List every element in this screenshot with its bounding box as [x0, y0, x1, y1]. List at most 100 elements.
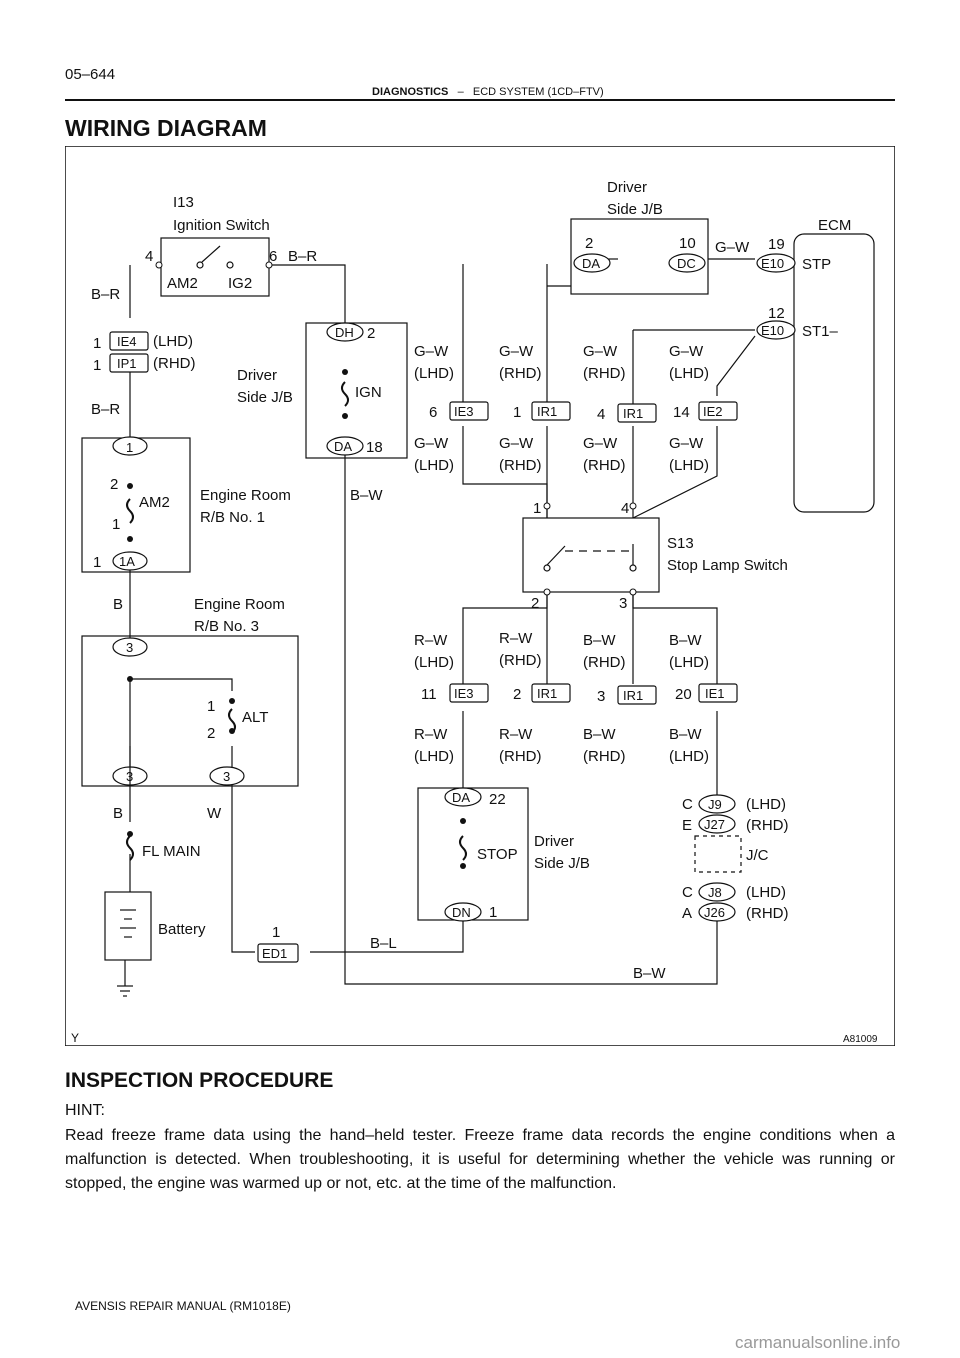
- conn-ie2: IE2: [703, 404, 723, 419]
- pin-e-j27: E: [682, 817, 692, 834]
- header-subsection: ECD SYSTEM (1CD–FTV): [472, 86, 604, 98]
- figure-id: A81009: [843, 1034, 878, 1045]
- conn-j8: J8: [708, 885, 722, 900]
- pin-4-sw: 4: [621, 500, 629, 517]
- bw-4: B–W: [669, 726, 702, 743]
- am2-fuse-label: AM2: [139, 494, 170, 511]
- conn-ie3-top: IE3: [454, 404, 474, 419]
- pin-1-ie4: 1: [93, 335, 101, 352]
- corner-mark: Y: [71, 1031, 79, 1045]
- pin-1-am2: 1: [112, 516, 120, 533]
- gw-4-lhd: (LHD): [669, 365, 709, 382]
- pin-1-ed1: 1: [272, 924, 280, 941]
- conn-ie3-bottom: IE3: [454, 686, 474, 701]
- rw-3: R–W: [414, 726, 448, 743]
- pin-a-j26: A: [682, 905, 692, 922]
- conn-e10-stp: E10: [761, 256, 784, 271]
- driver-label-1: Driver: [237, 367, 277, 384]
- j27-rhd: (RHD): [746, 817, 789, 834]
- pin-1-rb1: 1: [126, 440, 133, 455]
- hint-label: HINT:: [65, 1102, 105, 1119]
- ecm-label: ECM: [818, 217, 851, 234]
- rb1-label: R/B No. 1: [200, 509, 265, 526]
- pin-1-1a: 1: [93, 554, 101, 571]
- side-jb-label-2: Side J/B: [607, 201, 663, 218]
- rw-3-lhd: (LHD): [414, 748, 454, 765]
- pin-3-sw: 3: [619, 595, 627, 612]
- page-number: 05–644: [65, 66, 116, 83]
- page-header: DIAGNOSTICS – ECD SYSTEM (1CD–FTV): [372, 86, 604, 98]
- conn-ir1-bottom-b: IR1: [623, 688, 643, 703]
- conn-dh: DH: [335, 325, 354, 340]
- conn-1a: 1A: [119, 554, 135, 569]
- conn-da-22: DA: [452, 790, 470, 805]
- pin-1-sw: 1: [533, 500, 541, 517]
- pin-c-j9: C: [682, 796, 693, 813]
- conn-e10-st1: E10: [761, 323, 784, 338]
- jc-label: J/C: [746, 847, 769, 864]
- conn-da-18: DA: [334, 439, 352, 454]
- gw-7: G–W: [583, 435, 618, 452]
- wire-gw-ecm: G–W: [715, 239, 750, 256]
- conn-ir1-top-b: IR1: [623, 406, 643, 421]
- ign-switch-name: Ignition Switch: [173, 217, 270, 234]
- battery-label: Battery: [158, 921, 206, 938]
- gw-6: G–W: [499, 435, 534, 452]
- pin-1-ir1: 1: [513, 404, 521, 421]
- am2-label: AM2: [167, 275, 198, 292]
- gw-4: G–W: [669, 343, 704, 360]
- driver-label-3: Driver: [534, 833, 574, 850]
- pin-3-rb3-right: 3: [223, 769, 230, 784]
- conn-ie1: IE1: [705, 686, 725, 701]
- pin-2-da: 2: [585, 235, 593, 252]
- pin-18: 18: [366, 439, 383, 456]
- pin-3-rb3-left: 3: [126, 769, 133, 784]
- pin-3-ir1: 3: [597, 688, 605, 705]
- rw-2-rhd: (RHD): [499, 652, 542, 669]
- wire-bw-bottom: B–W: [633, 965, 666, 982]
- rw-1-lhd: (LHD): [414, 654, 454, 671]
- gw-5: G–W: [414, 435, 449, 452]
- bw-4-lhd: (LHD): [669, 748, 709, 765]
- manual-footer: AVENSIS REPAIR MANUAL (RM1018E): [75, 1299, 291, 1313]
- conn-ir1-top-a: IR1: [537, 404, 557, 419]
- s13-label: S13: [667, 535, 694, 552]
- pin-2-sw: 2: [531, 595, 539, 612]
- pin-6-ie3: 6: [429, 404, 437, 421]
- bw-3: B–W: [583, 726, 616, 743]
- conn-ie4: IE4: [117, 334, 137, 349]
- pin-c-j8: C: [682, 884, 693, 901]
- driver-label-2: Driver: [607, 179, 647, 196]
- conn-ir1-bottom-a: IR1: [537, 686, 557, 701]
- wire-w: W: [207, 805, 222, 822]
- gw-3-rhd: (RHD): [583, 365, 626, 382]
- rb3-label: R/B No. 3: [194, 618, 259, 635]
- wiring-diagram: I13 Ignition Switch AM2 IG2 4 6 B–R B–R …: [65, 146, 895, 1046]
- pin-14: 14: [673, 404, 690, 421]
- wire-b-1: B: [113, 596, 123, 613]
- gw-7-rhd: (RHD): [583, 457, 626, 474]
- side-jb-label-3: Side J/B: [534, 855, 590, 872]
- ie4-lhd: (LHD): [153, 333, 193, 350]
- header-rule: [65, 99, 895, 101]
- bw-2-lhd: (LHD): [669, 654, 709, 671]
- bw-2: B–W: [669, 632, 702, 649]
- rw-4: R–W: [499, 726, 533, 743]
- conn-dn: DN: [452, 905, 471, 920]
- bw-1-rhd: (RHD): [583, 654, 626, 671]
- pin-1-alt: 1: [207, 698, 215, 715]
- engine-room-3: Engine Room: [194, 596, 285, 613]
- inspection-title: INSPECTION PROCEDURE: [65, 1069, 334, 1092]
- gw-8: G–W: [669, 435, 704, 452]
- pin-22: 22: [489, 791, 506, 808]
- ign-switch-id: I13: [173, 194, 194, 211]
- conn-j27: J27: [704, 817, 725, 832]
- pin-10-dc: 10: [679, 235, 696, 252]
- bw-3-rhd: (RHD): [583, 748, 626, 765]
- gw-3: G–W: [583, 343, 618, 360]
- gw-6-rhd: (RHD): [499, 457, 542, 474]
- j9-lhd: (LHD): [746, 796, 786, 813]
- conn-ed1: ED1: [262, 946, 287, 961]
- bw-1: B–W: [583, 632, 616, 649]
- wire-bl: B–L: [370, 935, 397, 952]
